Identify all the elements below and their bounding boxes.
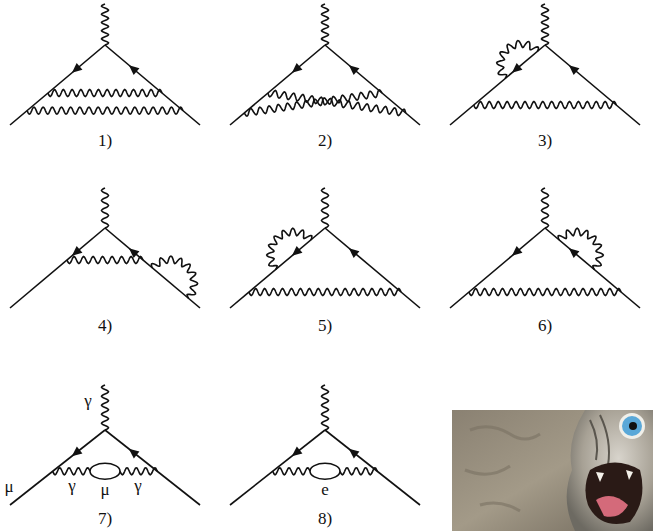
- photon-line: [249, 289, 401, 296]
- particle-label: μ: [4, 478, 13, 497]
- cat-eye-white: [619, 413, 645, 439]
- cat-tongue: [596, 496, 628, 517]
- fermion-loop: [310, 463, 340, 479]
- photon-self-energy: [267, 228, 312, 269]
- particle-label: γ: [68, 477, 76, 496]
- fermion-arrow: [292, 246, 303, 256]
- cat-eye-iris: [622, 416, 642, 436]
- particle-label: γ: [134, 477, 142, 496]
- fermion-arrow: [129, 449, 140, 459]
- particle-label: μ: [100, 481, 109, 500]
- fermion-arrow: [349, 449, 360, 459]
- photon-line: [102, 188, 109, 228]
- photon-line: [340, 468, 377, 475]
- fermion-line: [545, 228, 640, 308]
- photon-line: [120, 468, 157, 475]
- fermion-line: [545, 45, 640, 125]
- cat-teeth: [596, 470, 633, 482]
- photon-line: [48, 90, 162, 97]
- particle-label: γ: [84, 392, 92, 411]
- photon-line: [542, 4, 549, 45]
- photon-line: [273, 468, 310, 475]
- fermion-line: [230, 45, 325, 125]
- fermion-arrow: [349, 65, 360, 75]
- photon-line: [322, 188, 329, 228]
- diagram-number: 7): [98, 510, 112, 529]
- fermion-arrow: [569, 248, 580, 258]
- cat-mouth: [585, 463, 642, 524]
- diagram-number: 2): [318, 132, 332, 151]
- fermion-arrow: [569, 65, 580, 75]
- photon-self-energy: [497, 41, 539, 79]
- photon-line: [542, 188, 549, 228]
- photon-line: [102, 385, 109, 430]
- particle-label: e: [321, 481, 329, 500]
- diagram-number: 4): [98, 317, 112, 336]
- photon-line: [322, 4, 329, 45]
- fermion-arrow: [72, 246, 83, 256]
- photon-line: [322, 385, 329, 430]
- diagram-number: 1): [98, 132, 112, 151]
- fermion-arrow: [349, 248, 360, 258]
- photon-line: [102, 4, 109, 45]
- photon-line: [244, 90, 382, 116]
- diagram-number: 8): [318, 510, 332, 529]
- fermion-line: [10, 228, 105, 308]
- fermion-arrow: [72, 63, 83, 73]
- photon-line: [27, 107, 183, 114]
- photon-line: [474, 102, 617, 109]
- fermion-line: [105, 228, 200, 308]
- fermion-arrow: [512, 246, 523, 256]
- photon-line: [469, 289, 621, 296]
- photon-line: [67, 257, 143, 264]
- fermion-arrow: [129, 65, 140, 75]
- fermion-arrow: [292, 446, 303, 456]
- cat-head: [567, 410, 653, 531]
- cat-eye-pupil: [629, 422, 637, 430]
- fermion-arrow: [512, 63, 523, 73]
- photon-self-energy: [151, 256, 197, 298]
- fermion-line: [325, 228, 420, 308]
- cat-photo: [452, 410, 653, 531]
- photo-texture: [465, 427, 540, 511]
- fermion-arrow: [292, 63, 303, 73]
- fermion-line: [450, 45, 545, 125]
- photon-line: [53, 468, 90, 475]
- fermion-arrow: [72, 446, 83, 456]
- diagram-number: 5): [318, 317, 332, 336]
- diagram-number: 3): [538, 132, 552, 151]
- photo-ground: [452, 410, 653, 531]
- fermion-loop: [90, 463, 120, 479]
- photon-self-energy: [558, 228, 603, 269]
- diagram-number: 6): [538, 317, 552, 336]
- cat-stripes: [590, 415, 609, 465]
